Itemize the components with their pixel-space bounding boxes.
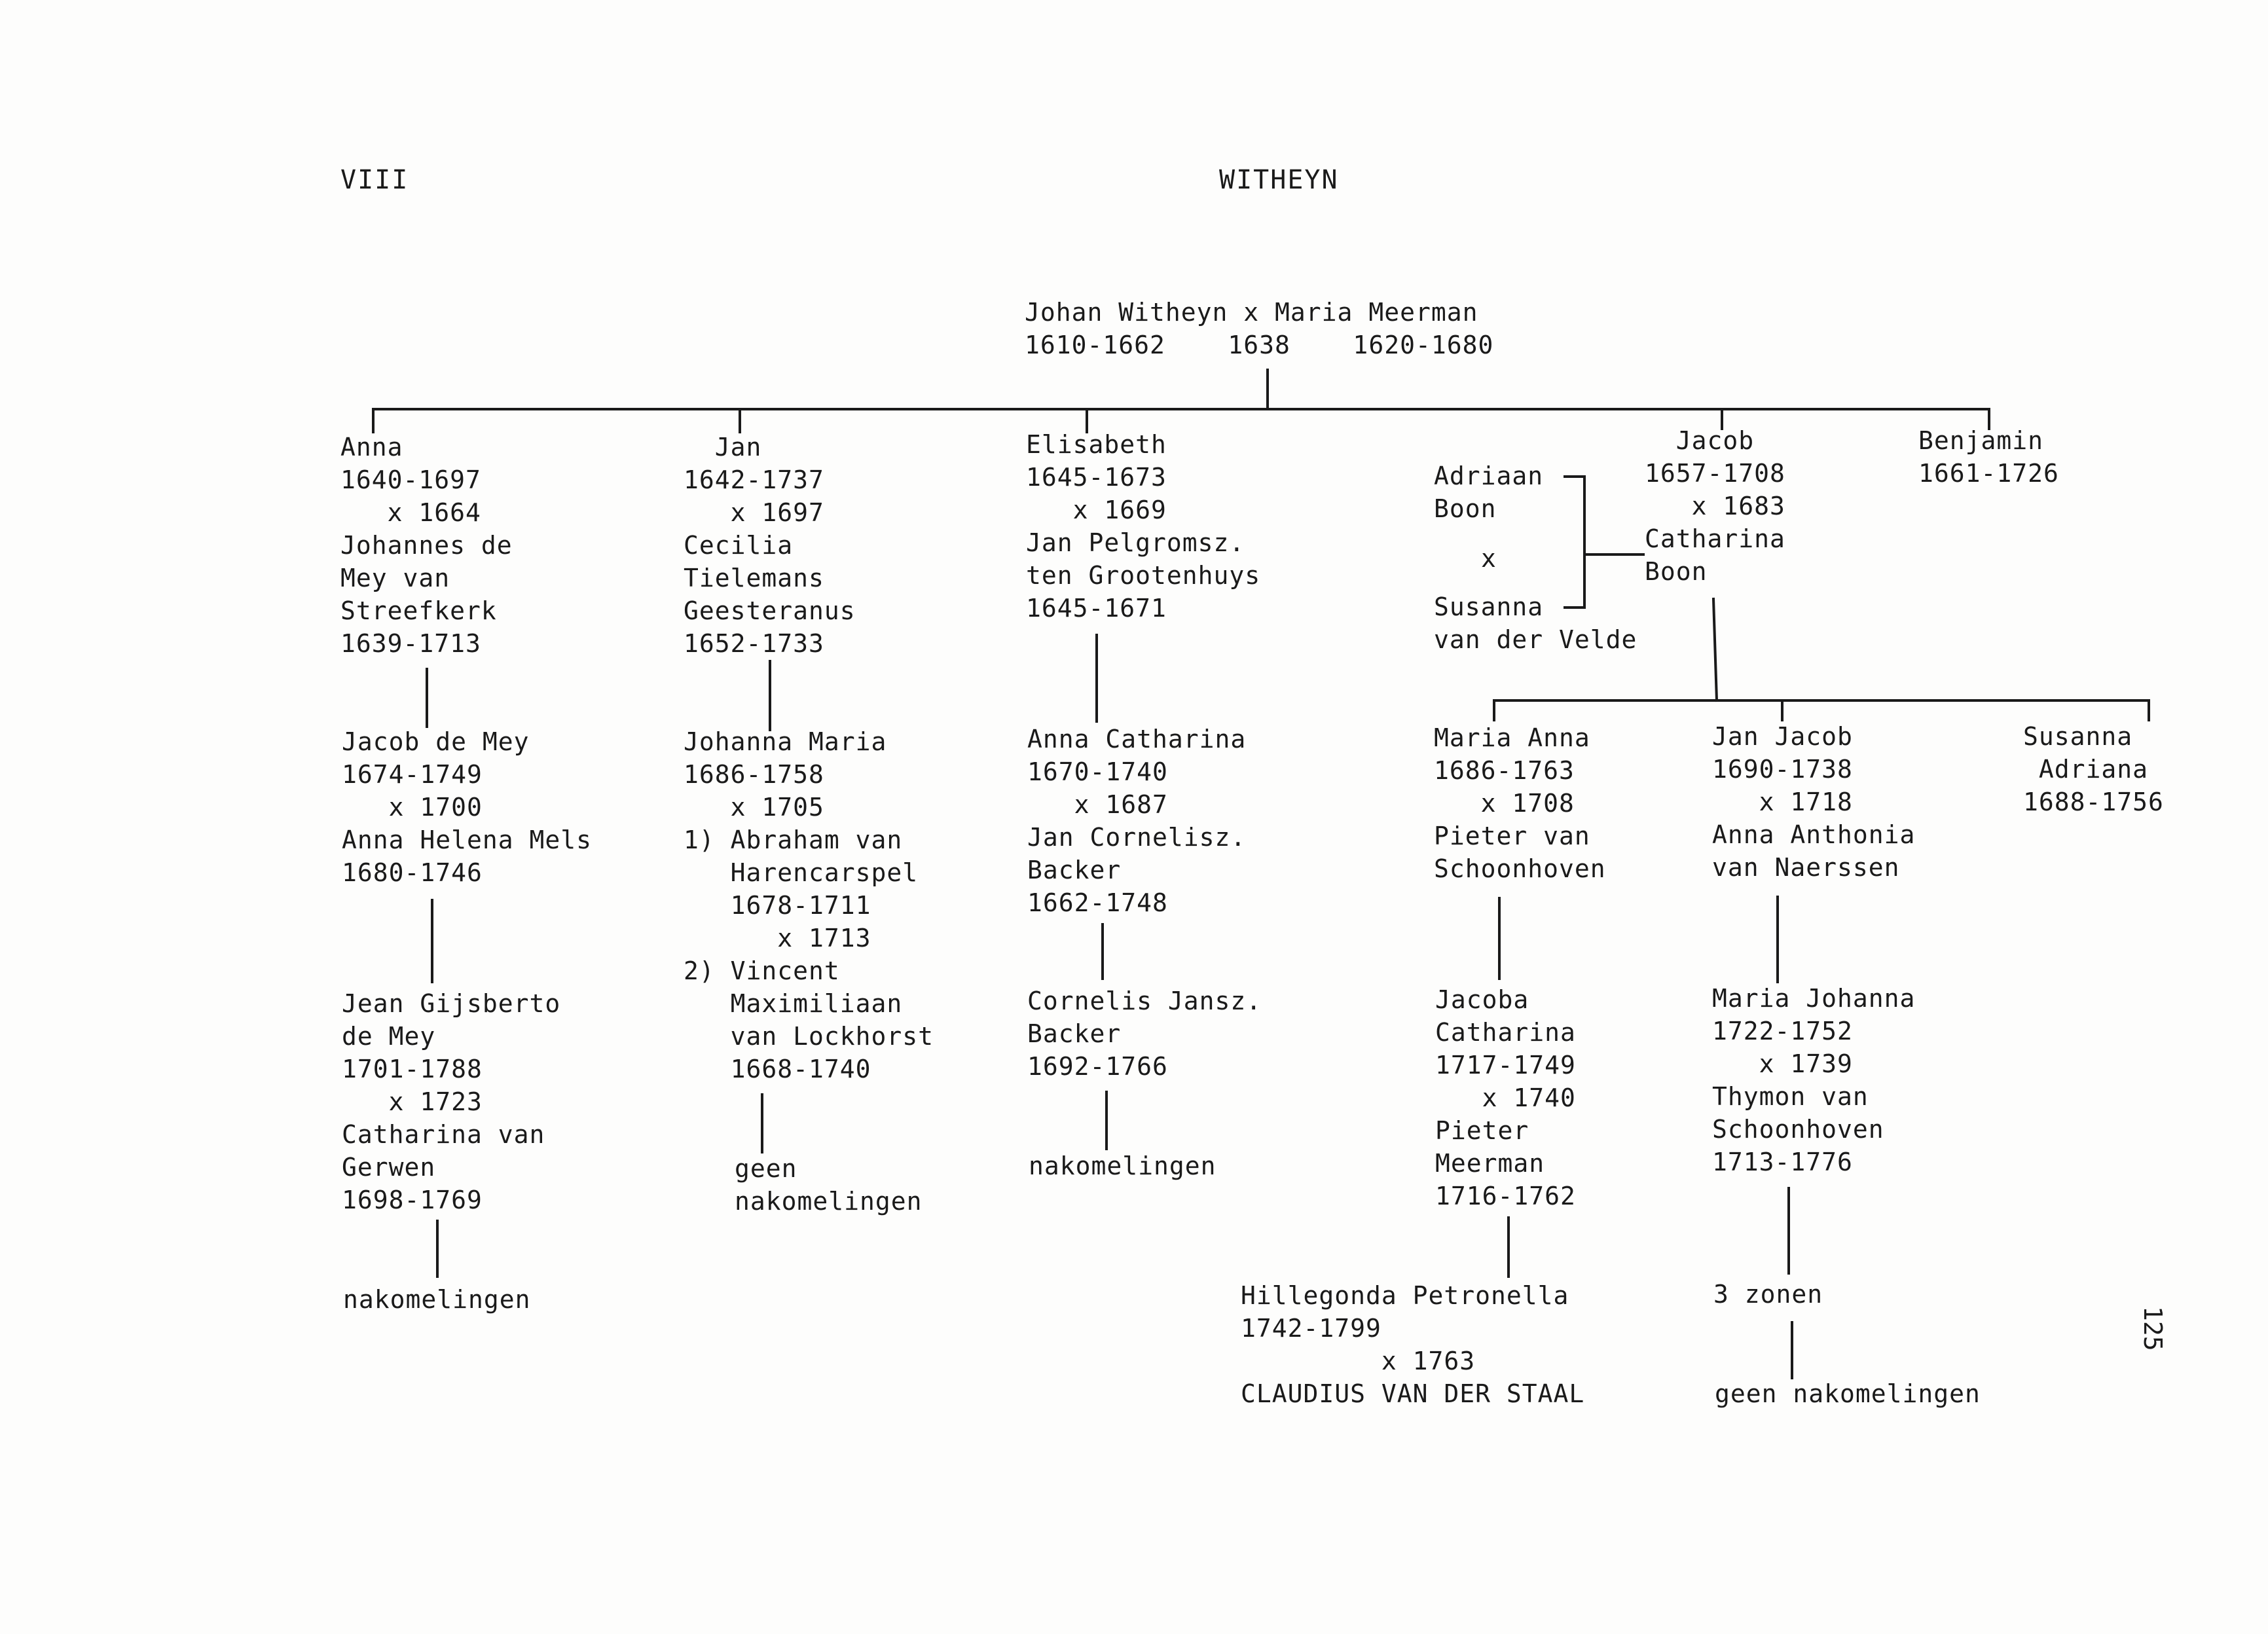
boon-mother: Susanna van der Velde [1434, 592, 1637, 654]
jan-jacob-gen5: geen nakomelingen [1715, 1379, 1981, 1408]
elisabeth-gen1: Elisabeth 1645-1673 x 1669 Jan Pelgromsz… [1026, 430, 1261, 623]
jan-gen3: geen nakomelingen [735, 1154, 923, 1216]
root-couple-dates: 1610-1662 1638 1620-1680 [1025, 331, 1494, 359]
elisabeth-gen2: Anna Catharina 1670-1740 x 1687 Jan Corn… [1027, 725, 1247, 917]
jan-jacob-gen4: 3 zonen [1713, 1280, 1823, 1309]
boon-marriage-mark: x [1481, 544, 1497, 573]
jan-gen2: Johanna Maria 1686-1758 x 1705 1) Abraha… [684, 727, 934, 1083]
root-couple-names: Johan Witheyn x Maria Meerman [1025, 298, 1478, 327]
jan-gen1: Jan 1642-1737 x 1697 Cecilia Tielemans G… [684, 433, 856, 658]
maria-anna-gen3: Jacoba Catharina 1717-1749 x 1740 Pieter… [1435, 985, 1576, 1210]
anna-gen2: Jacob de Mey 1674-1749 x 1700 Anna Helen… [342, 727, 593, 887]
elisabeth-gen3: Cornelis Jansz. Backer 1692-1766 [1027, 987, 1262, 1081]
susanna-adriana-gen2: Susanna Adriana 1688-1756 [2023, 722, 2164, 816]
jan-jacob-gen2: Jan Jacob 1690-1738 x 1718 Anna Anthonia… [1712, 722, 1916, 882]
anna-gen3: Jean Gijsberto de Mey 1701-1788 x 1723 C… [342, 989, 561, 1214]
anna-gen1: Anna 1640-1697 x 1664 Johannes de Mey va… [340, 433, 513, 658]
jan-jacob-gen3: Maria Johanna 1722-1752 x 1739 Thymon va… [1712, 984, 1916, 1176]
anna-gen4: nakomelingen [343, 1285, 531, 1314]
chapter-number: VIII [340, 165, 409, 195]
jacob-descender [1711, 597, 1719, 702]
maria-anna-gen4: Hillegonda Petronella 1742-1799 x 1763 C… [1241, 1281, 1585, 1408]
page-number: 125 [2138, 1306, 2167, 1351]
maria-anna-gen2: Maria Anna 1686-1763 x 1708 Pieter van S… [1434, 723, 1606, 883]
elisabeth-gen4: nakomelingen [1029, 1152, 1216, 1180]
page-title: WITHEYN [1219, 165, 1339, 195]
benjamin-gen1: Benjamin 1661-1726 [1918, 426, 2059, 488]
jacob-gen1: Jacob 1657-1708 x 1683 Catharina Boon [1645, 426, 1785, 586]
boon-father: Adriaan Boon [1434, 462, 1544, 523]
